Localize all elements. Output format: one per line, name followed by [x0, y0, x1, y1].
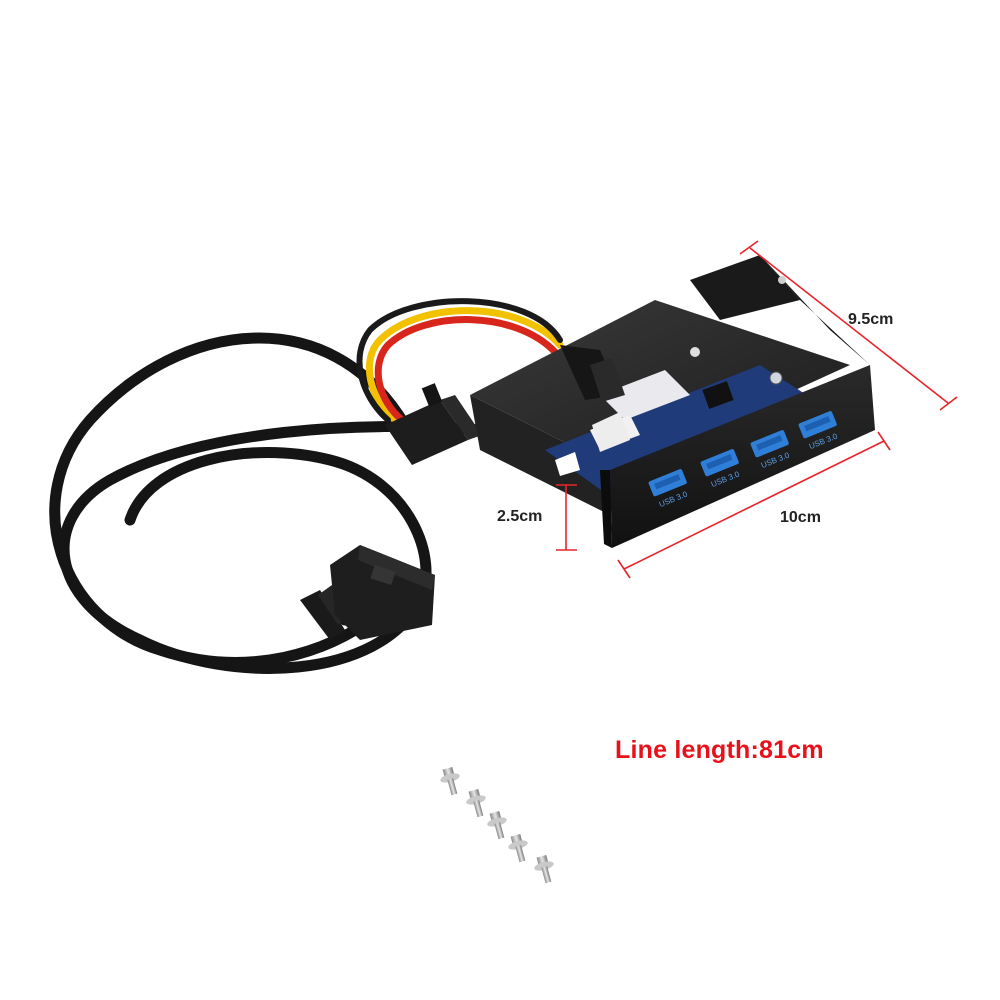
- internal-usb-cable: [560, 345, 625, 402]
- screw-4: [508, 834, 528, 863]
- depth-dimension-label: 9.5cm: [848, 311, 894, 328]
- depth-dimension-line: [739, 240, 958, 411]
- screw-2: [466, 789, 486, 818]
- usb-header-connector: [300, 545, 435, 640]
- width-dimension-line: [617, 431, 891, 579]
- front-panel: USB 3.0 USB 3.0 USB 3.0 USB 3.0: [600, 365, 875, 548]
- width-dimension-label: 10cm: [780, 509, 821, 526]
- dimension-lines: [556, 240, 958, 579]
- pcb-board: [545, 365, 830, 500]
- screw-3: [487, 811, 507, 840]
- screw-5: [534, 855, 554, 884]
- line-length-label: Line length:81cm: [615, 736, 824, 764]
- sata-power-connector: [385, 383, 482, 465]
- height-dimension-label: 2.5cm: [497, 508, 543, 525]
- height-dimension-line: [556, 484, 577, 551]
- screws: [440, 767, 554, 884]
- screw-1: [440, 767, 460, 796]
